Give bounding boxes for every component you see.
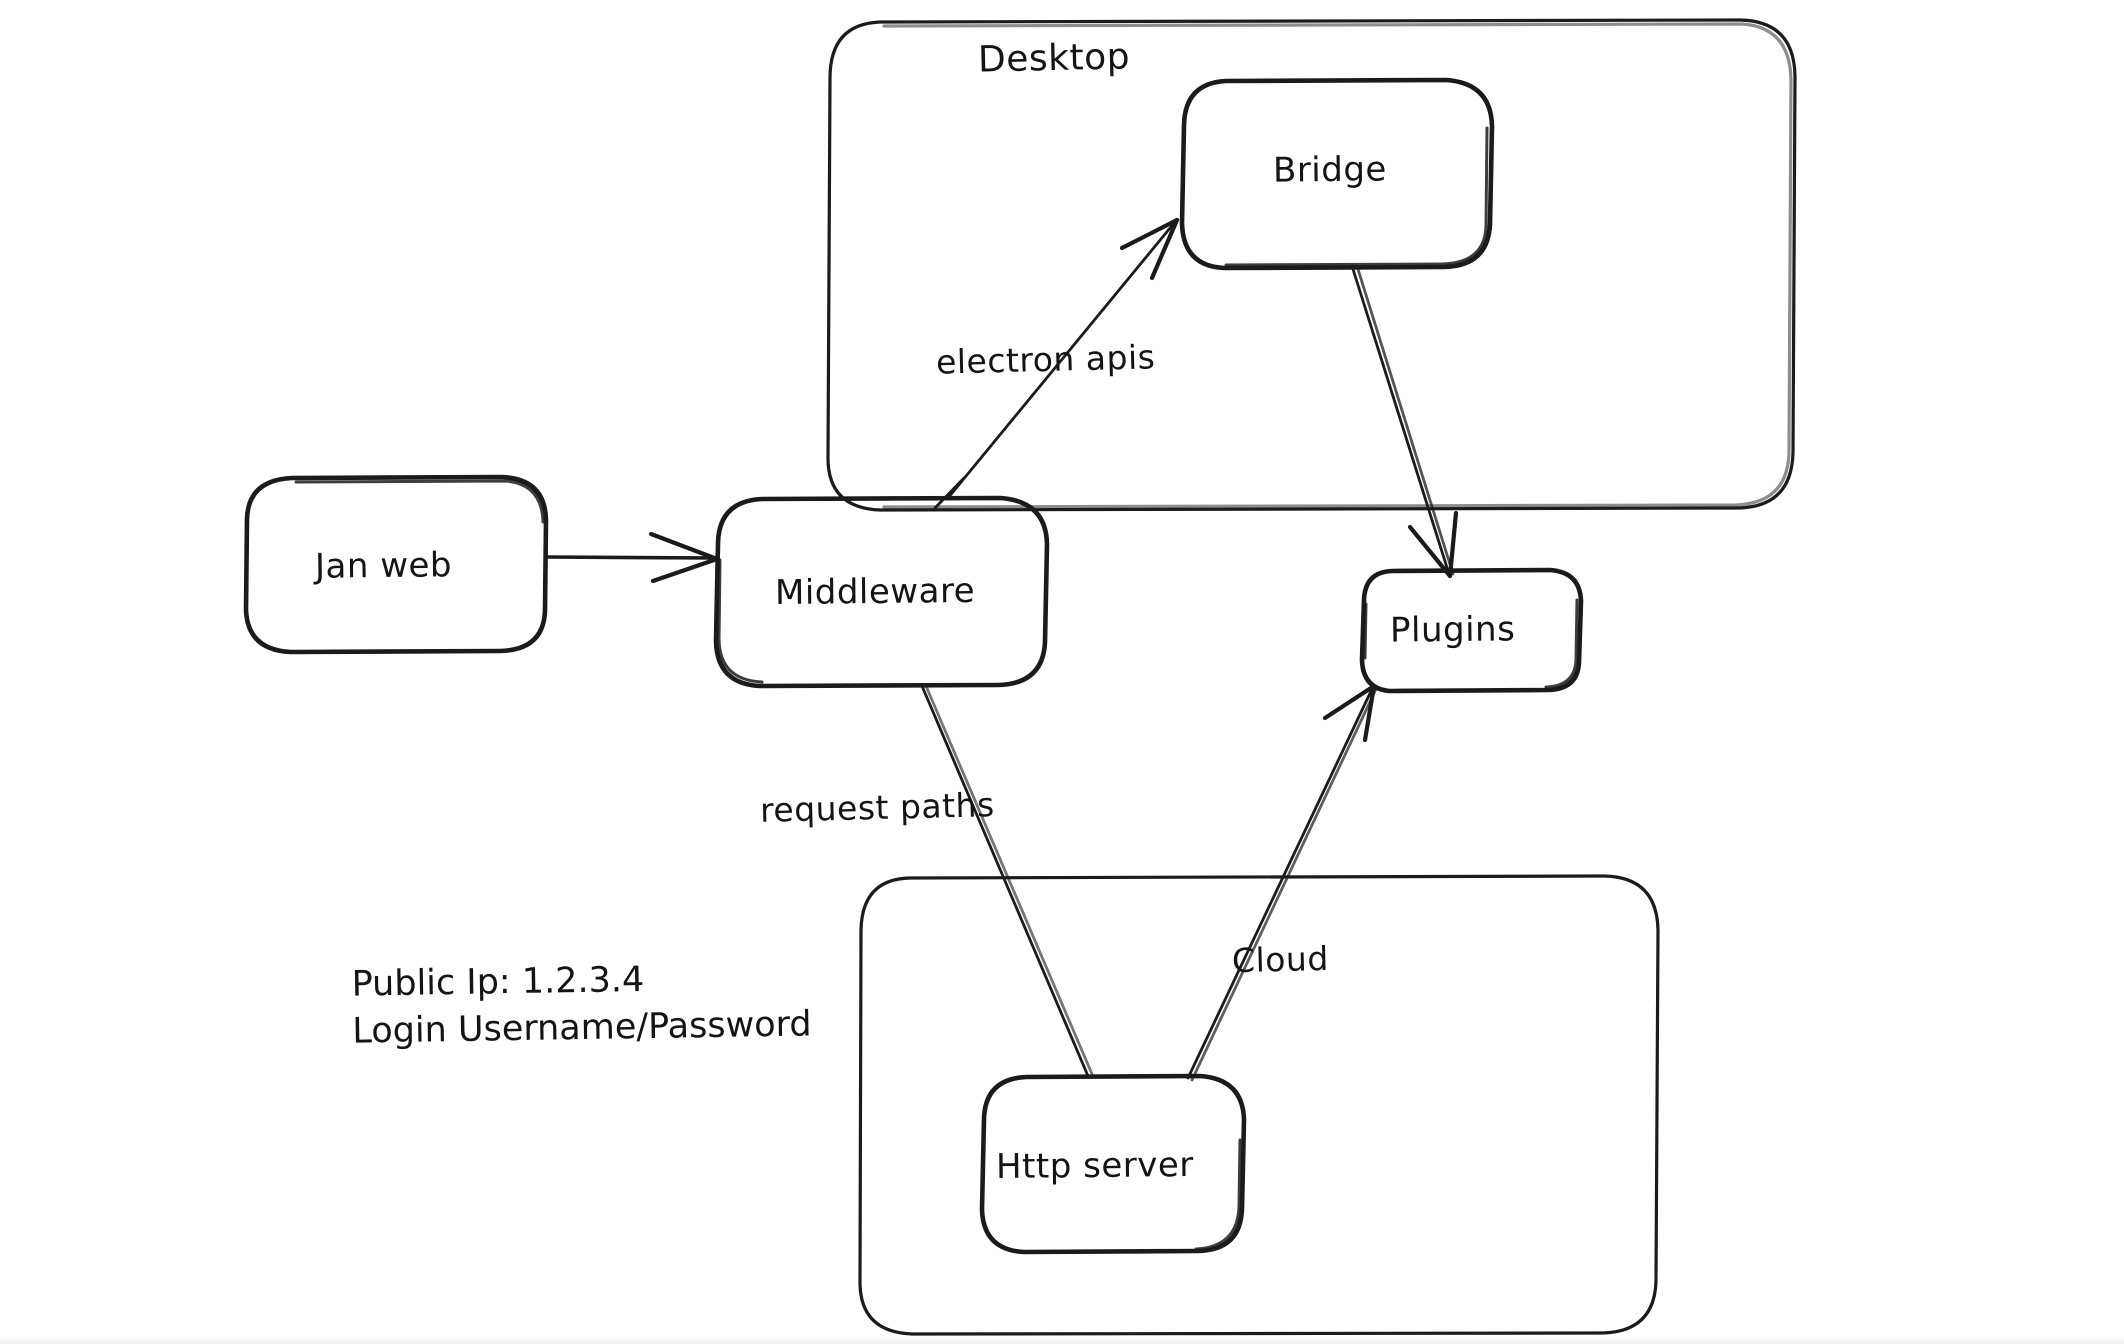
container-desktop[interactable]: [826, 18, 1797, 512]
node-bridge[interactable]: [1179, 77, 1495, 271]
edge-web-to-middleware[interactable]: [546, 531, 720, 584]
container-label-desktop: Desktop: [977, 36, 1131, 81]
annotation-note: Public Ip: 1.2.3.4 Login Username/Passwo…: [351, 954, 812, 1056]
edge-label-cloud: Cloud: [1231, 938, 1330, 981]
node-plugins[interactable]: [1359, 567, 1584, 694]
node-label-jan-web: Jan web: [314, 545, 453, 587]
note-login-credentials: Login Username/Password: [352, 1004, 812, 1052]
node-http-server[interactable]: [979, 1073, 1247, 1255]
node-label-plugins: Plugins: [1389, 609, 1516, 651]
edge-middleware-to-bridge[interactable]: [933, 217, 1180, 510]
node-label-middleware: Middleware: [774, 570, 976, 614]
note-public-ip: Public Ip: 1.2.3.4: [351, 960, 645, 1005]
node-jan-web[interactable]: [243, 474, 549, 655]
edge-label-request-paths: request paths: [759, 785, 996, 830]
edge-http-to-plugins[interactable]: [1186, 683, 1378, 1082]
node-label-http-server: Http server: [995, 1144, 1194, 1188]
node-middleware[interactable]: [713, 495, 1050, 689]
edge-middleware-to-http[interactable]: [920, 684, 1094, 1078]
container-cloud[interactable]: [858, 874, 1660, 1336]
node-label-bridge: Bridge: [1272, 149, 1388, 191]
edge-label-electron-apis: electron apis: [935, 337, 1156, 382]
edge-bridge-to-plugins[interactable]: [1350, 264, 1459, 579]
